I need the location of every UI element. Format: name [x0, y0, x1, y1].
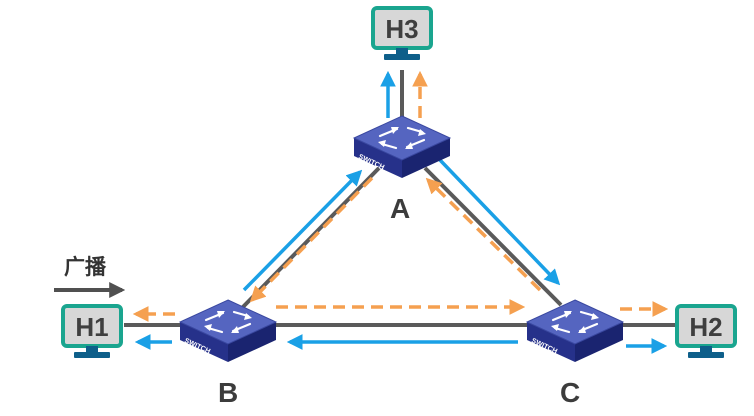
host-h2-label: H2	[689, 312, 722, 342]
host-h1-label: H1	[75, 312, 108, 342]
orange-flow-c-to-a	[425, 177, 542, 292]
switch-a: SWITCH	[352, 114, 452, 180]
switch-b: SWITCH	[178, 298, 278, 364]
broadcast-label: 广播	[64, 255, 107, 279]
switch-c-label: C	[560, 377, 580, 408]
switch-a-label: A	[390, 193, 410, 224]
link-a-c	[423, 166, 563, 307]
blue-flow-b-to-a	[242, 169, 363, 292]
host-h3: H3	[371, 6, 433, 62]
broadcast-indicator: 广播	[54, 255, 126, 298]
orange-flows	[132, 70, 669, 322]
switch-b-label: B	[218, 377, 238, 408]
blue-flows	[134, 70, 668, 354]
host-h2: H2	[675, 304, 737, 360]
host-h1: H1	[61, 304, 123, 360]
orange-flow-a-to-b	[249, 176, 374, 303]
blue-flow-a-to-c	[438, 158, 561, 286]
switch-c: SWITCH	[525, 298, 625, 364]
host-h3-label: H3	[385, 14, 418, 44]
